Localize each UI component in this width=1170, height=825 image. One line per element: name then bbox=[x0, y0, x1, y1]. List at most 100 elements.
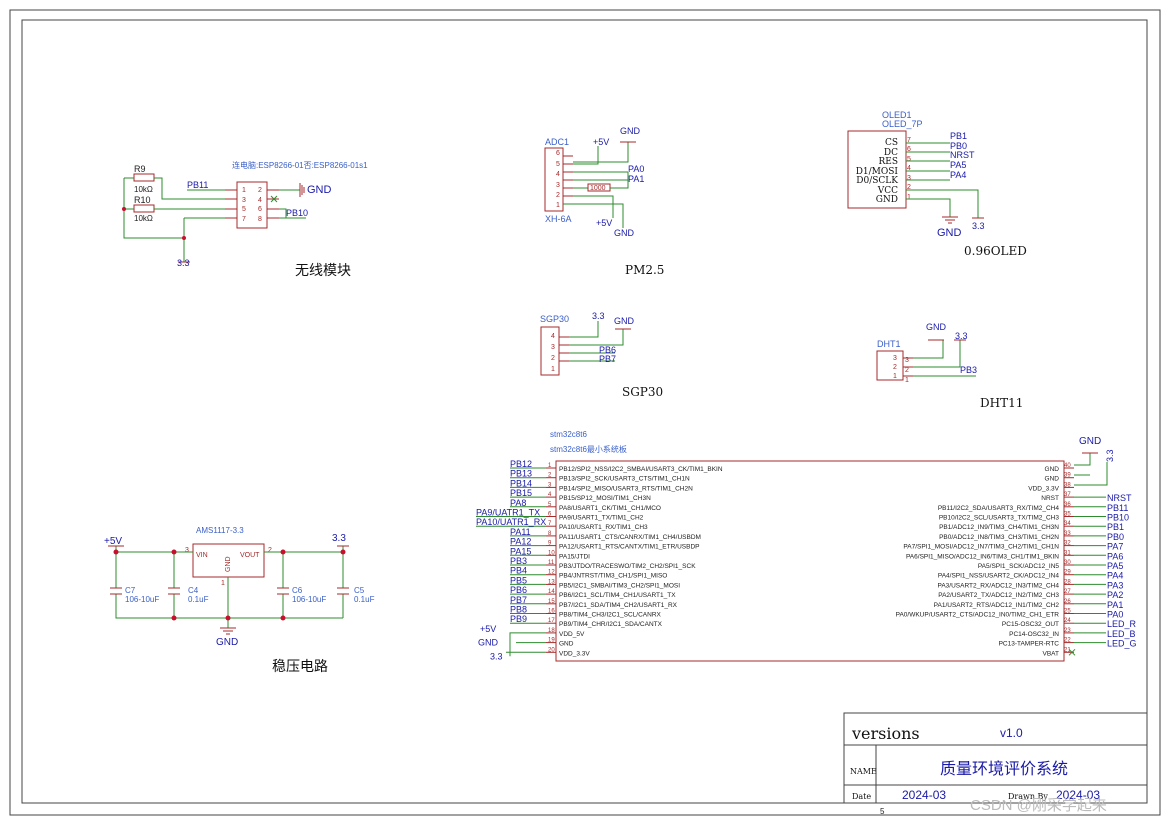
mcu-pin-func: PB10/I2C2_SCL/USART3_TX/TIM2_CH3 bbox=[939, 515, 1060, 522]
net-pa1: PA1 bbox=[628, 174, 644, 184]
inner-frame bbox=[21, 19, 1148, 804]
svg-text:PB0: PB0 bbox=[950, 141, 967, 151]
svg-text:versions: versions bbox=[851, 724, 920, 743]
svg-text:D1/MOSI: D1/MOSI bbox=[856, 167, 899, 177]
mcu-pin-func: VDD_5V bbox=[559, 631, 585, 638]
mcu-net-right: PA7 bbox=[1107, 542, 1123, 552]
mcu-pin-num: 26 bbox=[1064, 599, 1071, 605]
mcu-pin-func: PB3/JTDO/TRACESWO/TIM2_CH2/SPI1_SCK bbox=[559, 563, 696, 570]
dht11-block: DHT1 3 2 1 3 2 1 GND 3.3 PB3 DHT11 bbox=[876, 322, 1023, 410]
watermark: CSDN @刚采学起来 bbox=[970, 797, 1107, 814]
mcu-pin-func: GND bbox=[1045, 476, 1060, 483]
svg-text:RES: RES bbox=[878, 157, 898, 167]
mcu-pin-num: 35 bbox=[1064, 512, 1071, 518]
svg-text:C4: C4 bbox=[188, 586, 199, 595]
svg-text:3.3: 3.3 bbox=[177, 258, 190, 268]
mcu-net-right: PB1 bbox=[1107, 522, 1124, 532]
mcu-pin-func: PA10/USART1_RX/TIM1_CH3 bbox=[559, 524, 648, 531]
mcu-pin-num: 23 bbox=[1064, 628, 1071, 634]
svg-text:5: 5 bbox=[880, 807, 885, 816]
svg-text:106-10uF: 106-10uF bbox=[292, 595, 326, 604]
mcu-pin-num: 19 bbox=[548, 638, 555, 644]
mcu-net-left: PA15 bbox=[510, 546, 531, 556]
svg-text:stm32c8t6: stm32c8t6 bbox=[550, 430, 587, 439]
mcu-pin-num: 10 bbox=[548, 550, 555, 556]
svg-text:DHT1: DHT1 bbox=[877, 339, 901, 349]
mcu-net-right: NRST bbox=[1107, 493, 1132, 503]
svg-text:XH-6A: XH-6A bbox=[545, 214, 572, 224]
oled-block: OLED1 OLED_7P CS DC RES D1/MOSI D0/SCLK … bbox=[847, 110, 1027, 258]
title-block: versions v1.0 NAME 质量环境评价系统 Date 2024-03… bbox=[843, 712, 1148, 816]
mcu-pin-func: PA6/SPI1_MISO/ADC12_IN6/TIM3_CH1/TIM1_BK… bbox=[906, 553, 1059, 560]
svg-text:C6: C6 bbox=[292, 586, 303, 595]
svg-text:5: 5 bbox=[242, 206, 246, 213]
mcu-net-left: 3.3 bbox=[490, 651, 503, 661]
mcu-net-left: PB15 bbox=[510, 488, 532, 498]
section-regulator-title: 稳压电路 bbox=[272, 659, 328, 675]
svg-text:3.3: 3.3 bbox=[332, 533, 346, 544]
svg-text:+5V: +5V bbox=[104, 536, 122, 547]
svg-text:+5V: +5V bbox=[596, 218, 612, 228]
svg-text:6: 6 bbox=[258, 206, 262, 213]
mcu-net-left: PA11 bbox=[510, 527, 531, 537]
mcu-pin-func: PB8/TIM4_CH3/I2C1_SCL/CANRX bbox=[559, 612, 662, 619]
svg-text:1: 1 bbox=[893, 373, 897, 380]
svg-text:2: 2 bbox=[258, 187, 262, 194]
mcu-net-right: PA3 bbox=[1107, 580, 1123, 590]
mcu-net-right: PA4 bbox=[1107, 571, 1123, 581]
mcu-net-left: PB7 bbox=[510, 595, 527, 605]
mcu-net-right: LED_B bbox=[1107, 629, 1136, 639]
svg-text:5: 5 bbox=[556, 161, 560, 168]
mcu-pin-func: PB7/I2C1_SDA/TIM4_CH2/USART1_RX bbox=[559, 602, 678, 609]
svg-text:5: 5 bbox=[907, 156, 911, 163]
svg-text:GND: GND bbox=[225, 556, 232, 572]
mcu-pin-num: 20 bbox=[548, 647, 555, 653]
mcu-pin-num: 5 bbox=[548, 502, 552, 508]
svg-text:4: 4 bbox=[556, 171, 560, 178]
mcu-pin-num: 16 bbox=[548, 609, 555, 615]
svg-text:3: 3 bbox=[907, 175, 911, 182]
mcu-pin-func: PB1/ADC12_IN9/TIM3_CH4/TIM1_CH3N bbox=[939, 524, 1059, 531]
svg-text:GND: GND bbox=[937, 227, 962, 239]
mcu-pin-num: 40 bbox=[1064, 463, 1071, 469]
mcu-net-left: PA12 bbox=[510, 537, 531, 547]
svg-text:PB1: PB1 bbox=[950, 131, 967, 141]
svg-text:106-10uF: 106-10uF bbox=[125, 595, 159, 604]
svg-text:8: 8 bbox=[258, 216, 262, 223]
svg-text:0.1uF: 0.1uF bbox=[188, 595, 209, 604]
net-pb6: PB6 bbox=[599, 345, 616, 355]
mcu-pin-func: PB14/SPI2_MISO/USART3_RTS/TIM1_CH2N bbox=[559, 485, 693, 492]
mcu-net-left: PA8 bbox=[510, 498, 526, 508]
mcu-net-left: PB8 bbox=[510, 605, 527, 615]
svg-text:7: 7 bbox=[907, 137, 911, 144]
net-pb10: PB10 bbox=[286, 208, 308, 218]
mcu-net-left: PB9 bbox=[510, 614, 527, 624]
mcu-pin-num: 22 bbox=[1064, 638, 1071, 644]
mcu-net-left: PB6 bbox=[510, 585, 527, 595]
mcu-net-right: PB10 bbox=[1107, 513, 1129, 523]
section-dht11-title: DHT11 bbox=[980, 396, 1023, 410]
mcu-net-left: +5V bbox=[480, 624, 496, 634]
project-title: 质量环境评价系统 bbox=[940, 759, 1068, 778]
mcu-pin-num: 25 bbox=[1064, 609, 1071, 615]
svg-text:3: 3 bbox=[551, 344, 555, 351]
svg-text:1000: 1000 bbox=[590, 185, 606, 192]
mcu-pin-num: 30 bbox=[1064, 560, 1071, 566]
svg-text:Date: Date bbox=[852, 792, 871, 801]
mcu-pin-func: NRST bbox=[1041, 495, 1059, 502]
pm25-block: ADC1 XH-6A 6 5 4 3 2 1 1000 +5V GND PA0 … bbox=[544, 126, 664, 277]
svg-text:3: 3 bbox=[556, 182, 560, 189]
r9-resistor bbox=[133, 173, 155, 182]
svg-text:R10: R10 bbox=[134, 195, 151, 205]
mcu-pin-num: 29 bbox=[1064, 570, 1071, 576]
svg-text:2024-03: 2024-03 bbox=[1056, 788, 1100, 802]
svg-text:7: 7 bbox=[242, 216, 246, 223]
mcu-pin-func: PB5/I2C1_SMBAI/TIM3_CH2/SPI1_MOSI bbox=[559, 582, 680, 589]
svg-text:VOUT: VOUT bbox=[240, 552, 260, 559]
svg-text:CS: CS bbox=[885, 138, 898, 148]
esp8266-block: 连电脑:ESP8266-01否:ESP8266-01s1 1 2 3 4 5 6… bbox=[122, 160, 368, 279]
svg-text:GND: GND bbox=[876, 195, 898, 205]
svg-text:stm32c8t6最小系统板: stm32c8t6最小系统板 bbox=[550, 444, 627, 454]
svg-text:VIN: VIN bbox=[196, 552, 208, 559]
